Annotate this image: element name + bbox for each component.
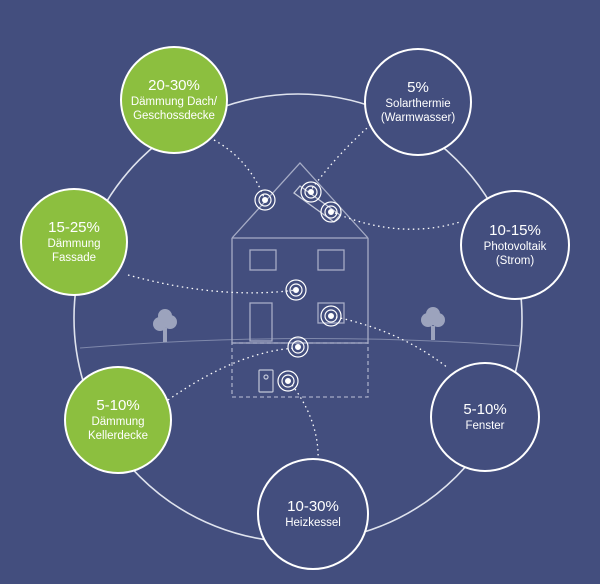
- target-marker-icon: [300, 181, 322, 203]
- node-percent: 5-10%: [96, 397, 140, 414]
- node-percent: 15-25%: [48, 219, 100, 236]
- node-label: Dämmung Dach/: [130, 96, 218, 108]
- house-icon: [231, 162, 369, 398]
- node-label: Geschossdecke: [133, 110, 215, 122]
- node-label: Fassade: [51, 252, 97, 264]
- node-label: (Strom): [495, 255, 535, 267]
- node-daemmung-fassade: 15-25% Dämmung Fassade: [20, 188, 128, 296]
- node-percent: 20-30%: [148, 77, 200, 94]
- node-label: Photovoltaik: [483, 241, 547, 253]
- target-marker-icon: [277, 370, 299, 392]
- node-label: Kellerdecke: [87, 430, 149, 442]
- boiler-icon: [258, 369, 274, 393]
- node-photovoltaik: 10-15% Photovoltaik (Strom): [460, 190, 570, 300]
- node-label: Dämmung: [91, 416, 145, 428]
- node-percent: 5-10%: [463, 401, 507, 418]
- target-marker-icon: [287, 336, 309, 358]
- node-label: Dämmung: [47, 238, 101, 250]
- ground-line: [79, 337, 521, 349]
- node-heizkessel: 10-30% Heizkessel: [257, 458, 369, 570]
- node-label: Solarthermie: [385, 98, 451, 110]
- node-label: Fenster: [465, 420, 505, 432]
- node-daemmung-dach: 20-30% Dämmung Dach/ Geschossdecke: [120, 46, 228, 154]
- node-percent: 10-30%: [287, 498, 339, 515]
- node-fenster: 5-10% Fenster: [430, 362, 540, 472]
- target-marker-icon: [254, 189, 276, 211]
- tree-icon: [421, 307, 445, 340]
- node-percent: 10-15%: [489, 222, 541, 239]
- node-daemmung-kellerdecke: 5-10% Dämmung Kellerdecke: [64, 366, 172, 474]
- target-marker-icon: [320, 201, 342, 223]
- tree-icon: [153, 309, 177, 342]
- node-label: Heizkessel: [285, 517, 341, 529]
- node-label: (Warmwasser): [380, 112, 456, 124]
- target-marker-icon: [285, 279, 307, 301]
- target-marker-icon: [320, 305, 342, 327]
- node-percent: 5%: [407, 79, 429, 96]
- node-solarthermie: 5% Solarthermie (Warmwasser): [364, 48, 472, 156]
